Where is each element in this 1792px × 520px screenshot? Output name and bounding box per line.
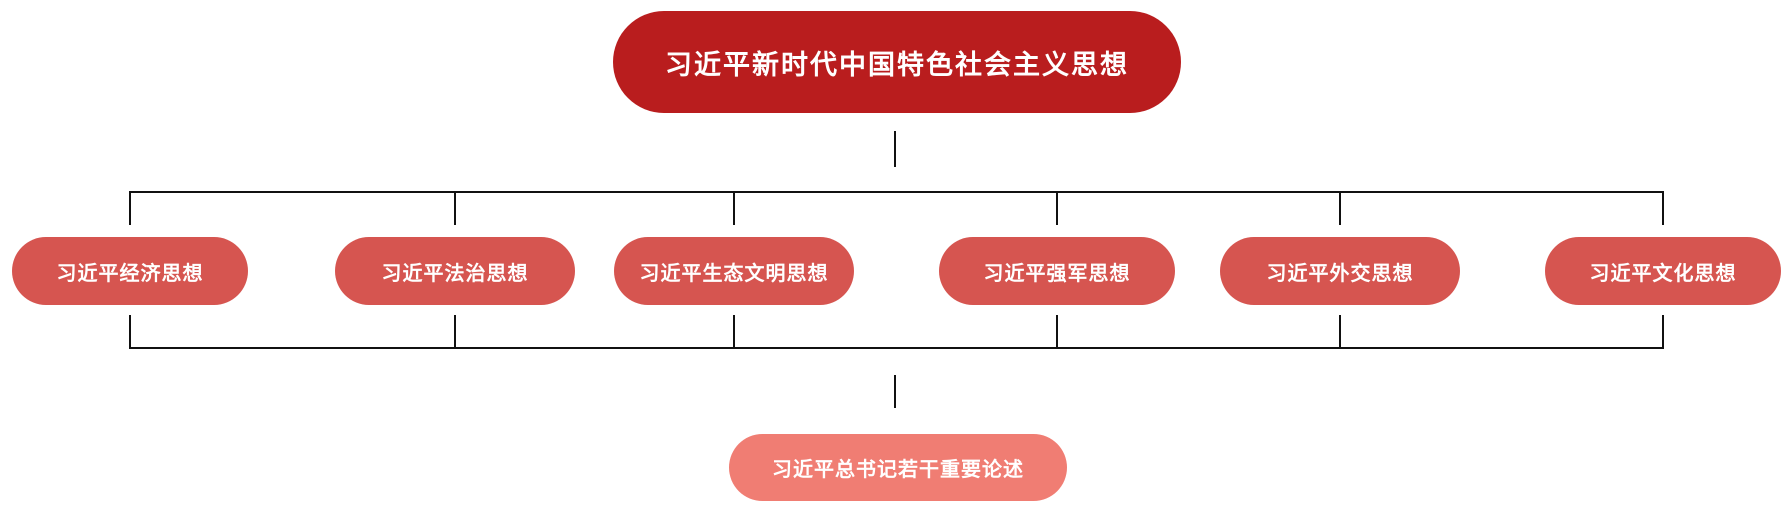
connector-tick-down-6 [1662,191,1664,225]
connector-tick-up-2 [454,315,456,349]
node-bottom: 习近平总书记若干重要论述 [729,434,1067,501]
connector-top-rail [129,191,1664,193]
node-child-diplomacy: 习近平外交思想 [1220,237,1460,305]
connector-tick-down-3 [733,191,735,225]
connector-tick-up-4 [1056,315,1058,349]
node-child-economic: 习近平经济思想 [12,237,248,305]
node-child-strong-military: 习近平强军思想 [939,237,1175,305]
connector-root-stub [894,131,896,167]
connector-tick-down-2 [454,191,456,225]
node-child-rule-of-law: 习近平法治思想 [335,237,575,305]
connector-tick-up-5 [1339,315,1341,349]
node-child-culture: 习近平文化思想 [1545,237,1781,305]
connector-bottom-stub [894,375,896,408]
connector-bottom-rail [129,347,1664,349]
node-root: 习近平新时代中国特色社会主义思想 [613,11,1181,113]
connector-tick-up-3 [733,315,735,349]
connector-tick-down-5 [1339,191,1341,225]
connector-tick-down-4 [1056,191,1058,225]
connector-tick-up-1 [129,315,131,349]
connector-tick-up-6 [1662,315,1664,349]
connector-tick-down-1 [129,191,131,225]
node-child-eco-civilization: 习近平生态文明思想 [614,237,854,305]
